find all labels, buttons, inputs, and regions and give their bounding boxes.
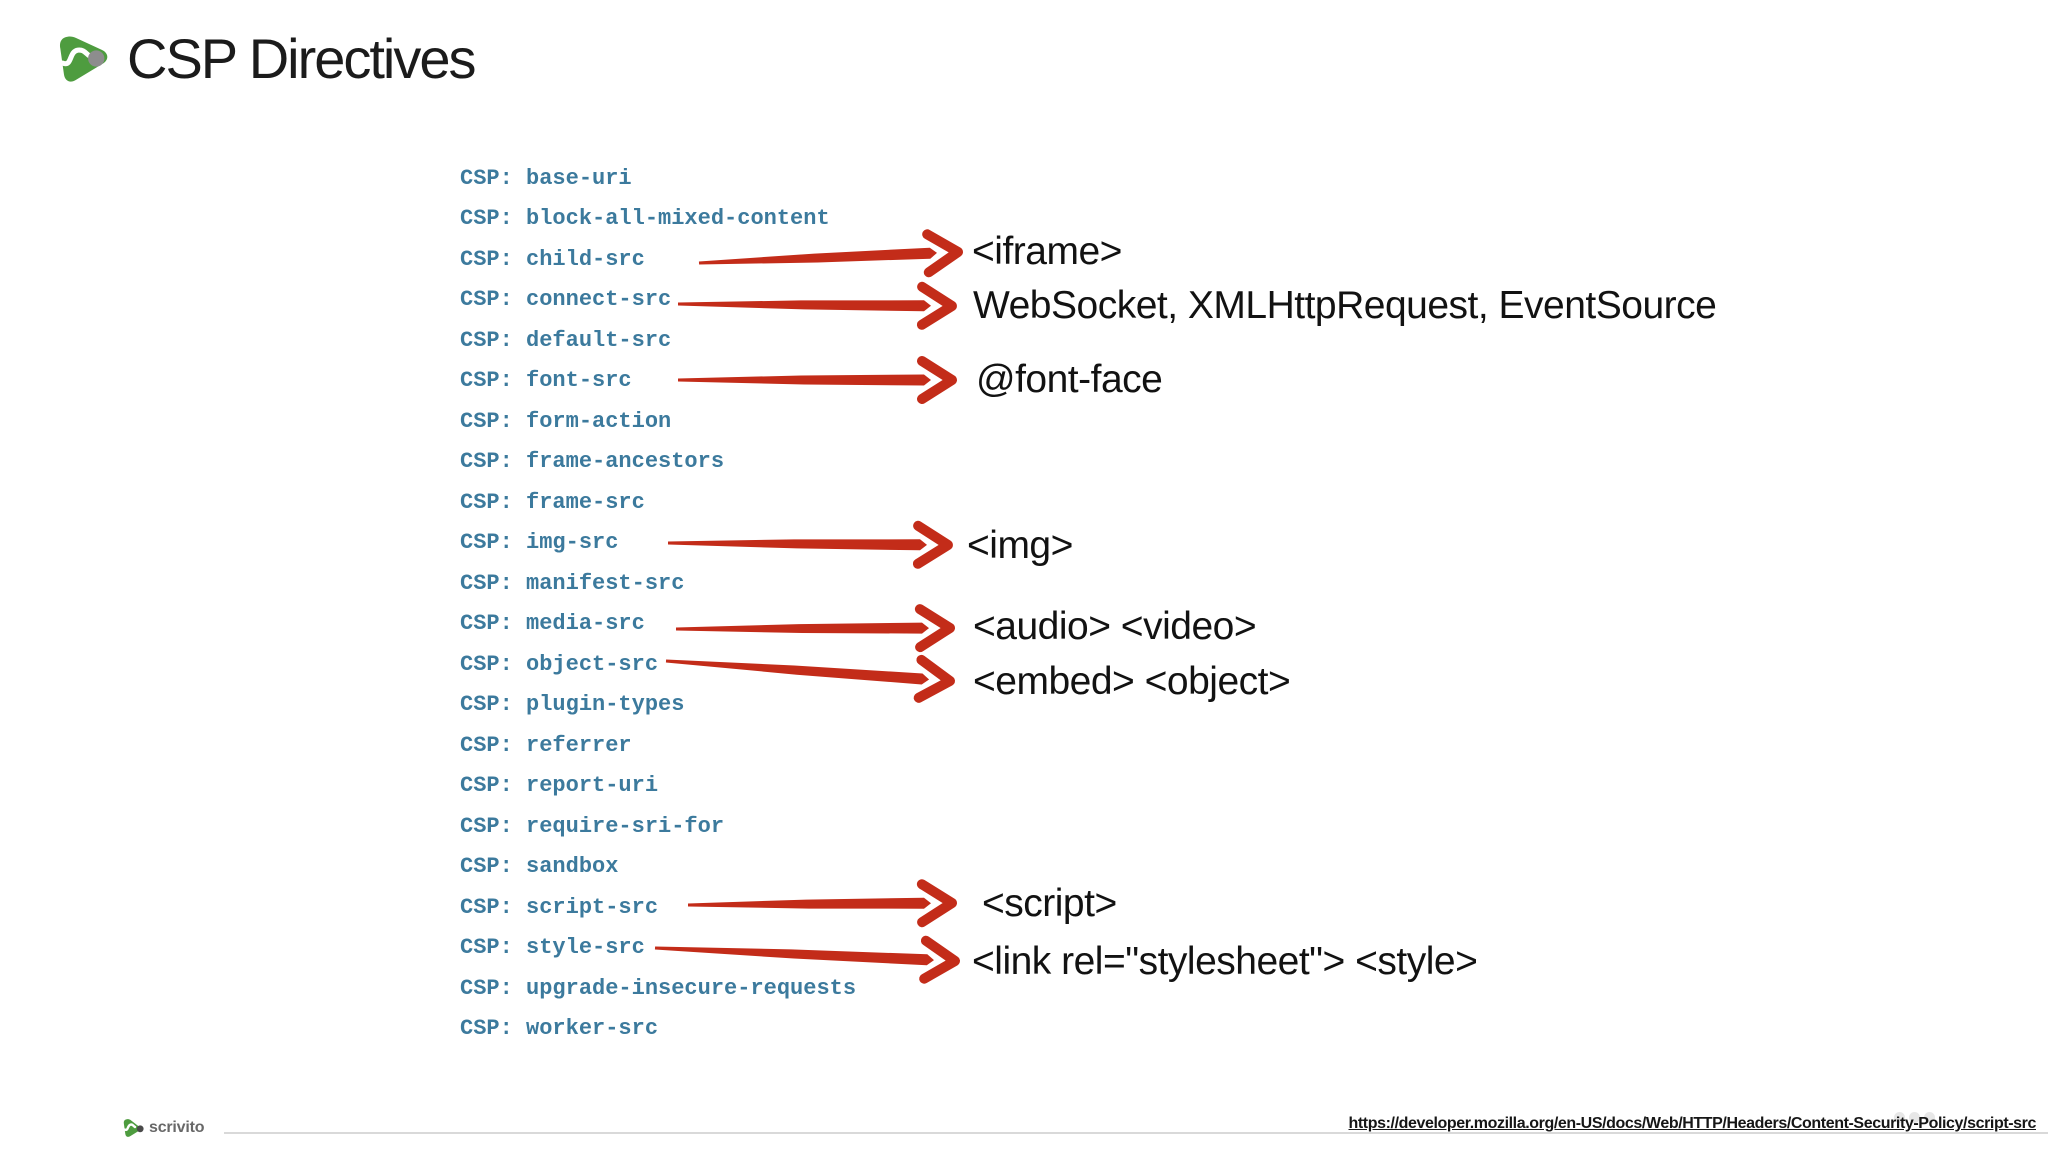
annotation-font-src: @font-face [976,358,1163,401]
source-url-link[interactable]: https://developer.mozilla.org/en-US/docs… [1348,1115,2037,1132]
directive-script-src: CSP: script-src [460,894,659,920]
directive-media-src: CSP: media-src [460,611,645,637]
directive-object-src: CSP: object-src [460,651,659,677]
annotation-child-src: <iframe> [972,230,1122,273]
annotation-object-src: <embed> <object> [973,660,1291,703]
directive-style-src: CSP: style-src [460,935,645,961]
directive-base-uri: CSP: base-uri [460,165,632,191]
watermark-dots [1894,1112,1935,1123]
footer-divider [224,1132,2048,1134]
scrivito-logo-icon [56,33,111,85]
directive-frame-ancestors: CSP: frame-ancestors [460,449,725,475]
directive-img-src: CSP: img-src [460,530,619,556]
directive-connect-src: CSP: connect-src [460,287,672,313]
directive-referrer: CSP: referrer [460,732,632,758]
slide-footer: scrivito https://developer.mozilla.org/e… [0,1100,2048,1152]
footer-brand: scrivito [122,1118,205,1138]
annotation-media-src: <audio> <video> [973,605,1257,648]
directive-default-src: CSP: default-src [460,327,672,353]
directive-child-src: CSP: child-src [460,246,645,272]
directive-manifest-src: CSP: manifest-src [460,570,685,596]
directive-frame-src: CSP: frame-src [460,489,645,515]
annotation-img-src: <img> [967,524,1073,567]
page-title: CSP Directives [127,27,477,90]
directive-sandbox: CSP: sandbox [460,854,619,880]
directive-plugin-types: CSP: plugin-types [460,692,685,718]
directive-block-all-mixed-content: CSP: block-all-mixed-content [460,206,830,232]
annotation-script-src: <script> [982,882,1117,925]
annotation-connect-src: WebSocket, XMLHttpRequest, EventSource [973,284,1717,327]
directive-worker-src: CSP: worker-src [460,1016,659,1042]
scrivito-footer-logo-icon [122,1118,144,1138]
slide-header: CSP Directives [56,26,477,91]
directive-font-src: CSP: font-src [460,368,632,394]
directive-upgrade-insecure-requests: CSP: upgrade-insecure-requests [460,975,857,1001]
footer-brand-text: scrivito [149,1119,205,1136]
annotation-style-src: <link rel="stylesheet"> <style> [972,940,1478,983]
directive-require-sri-for: CSP: require-sri-for [460,813,725,839]
directive-form-action: CSP: form-action [460,408,672,434]
directive-report-uri: CSP: report-uri [460,773,659,799]
